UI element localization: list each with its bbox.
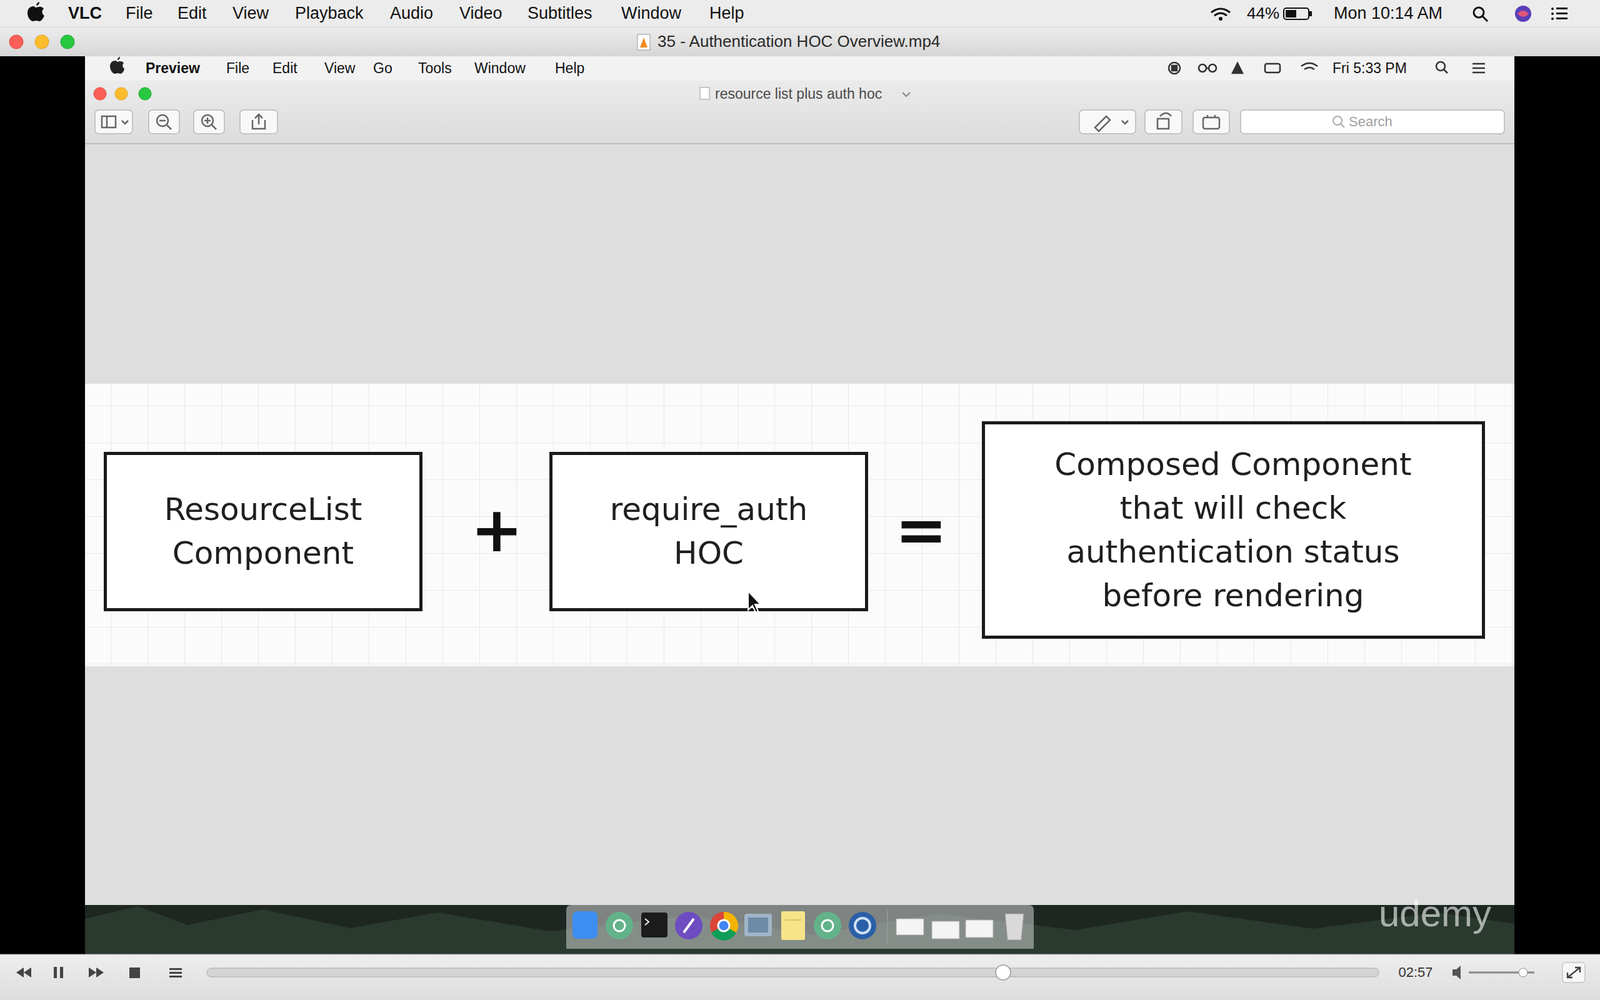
app-menu: Preview (145, 60, 200, 77)
menu-item: Video (459, 3, 503, 24)
process-box: Composed Component that will check authe… (981, 421, 1485, 639)
equals-sign: = (895, 493, 948, 566)
battery-percent: 44% (1246, 4, 1280, 24)
time-display: 02:57 (1398, 964, 1433, 980)
menu-item: View (324, 60, 355, 77)
menu-item: Go (373, 60, 393, 77)
menu-item: Window (621, 3, 682, 24)
menu-item: Tools (418, 60, 452, 77)
box-label: Composed Component that will check authe… (1030, 442, 1437, 618)
box-label: require_auth HOC (571, 487, 847, 575)
search-field: Search (1348, 113, 1393, 130)
menu-clock: Mon 10:14 AM (1333, 3, 1443, 24)
menu-item: File (226, 60, 250, 77)
plus-sign: + (470, 493, 524, 566)
menu-item: Audio (390, 3, 434, 24)
menu-clock: Fri 5:33 PM (1332, 60, 1407, 77)
document-title: resource list plus auth hoc (715, 85, 882, 102)
menu-item: File (125, 3, 154, 24)
menu-item: Edit (177, 3, 207, 24)
menu-item: Help (709, 3, 745, 24)
menu-item: Window (474, 60, 526, 77)
menu-item: Subtitles (527, 3, 593, 24)
menu-item: Playback (295, 3, 364, 24)
menu-item: View (232, 3, 269, 24)
watermark: udemy (1378, 891, 1492, 935)
app-menu: VLC (68, 3, 102, 24)
process-box: require_auth HOC (549, 451, 869, 612)
menu-item: Help (555, 60, 585, 77)
window-title: 35 - Authentication HOC Overview.mp4 (657, 32, 940, 52)
process-box: ResourceList Component (103, 451, 423, 612)
box-label: ResourceList Component (125, 487, 401, 575)
menu-item: Edit (272, 60, 298, 77)
